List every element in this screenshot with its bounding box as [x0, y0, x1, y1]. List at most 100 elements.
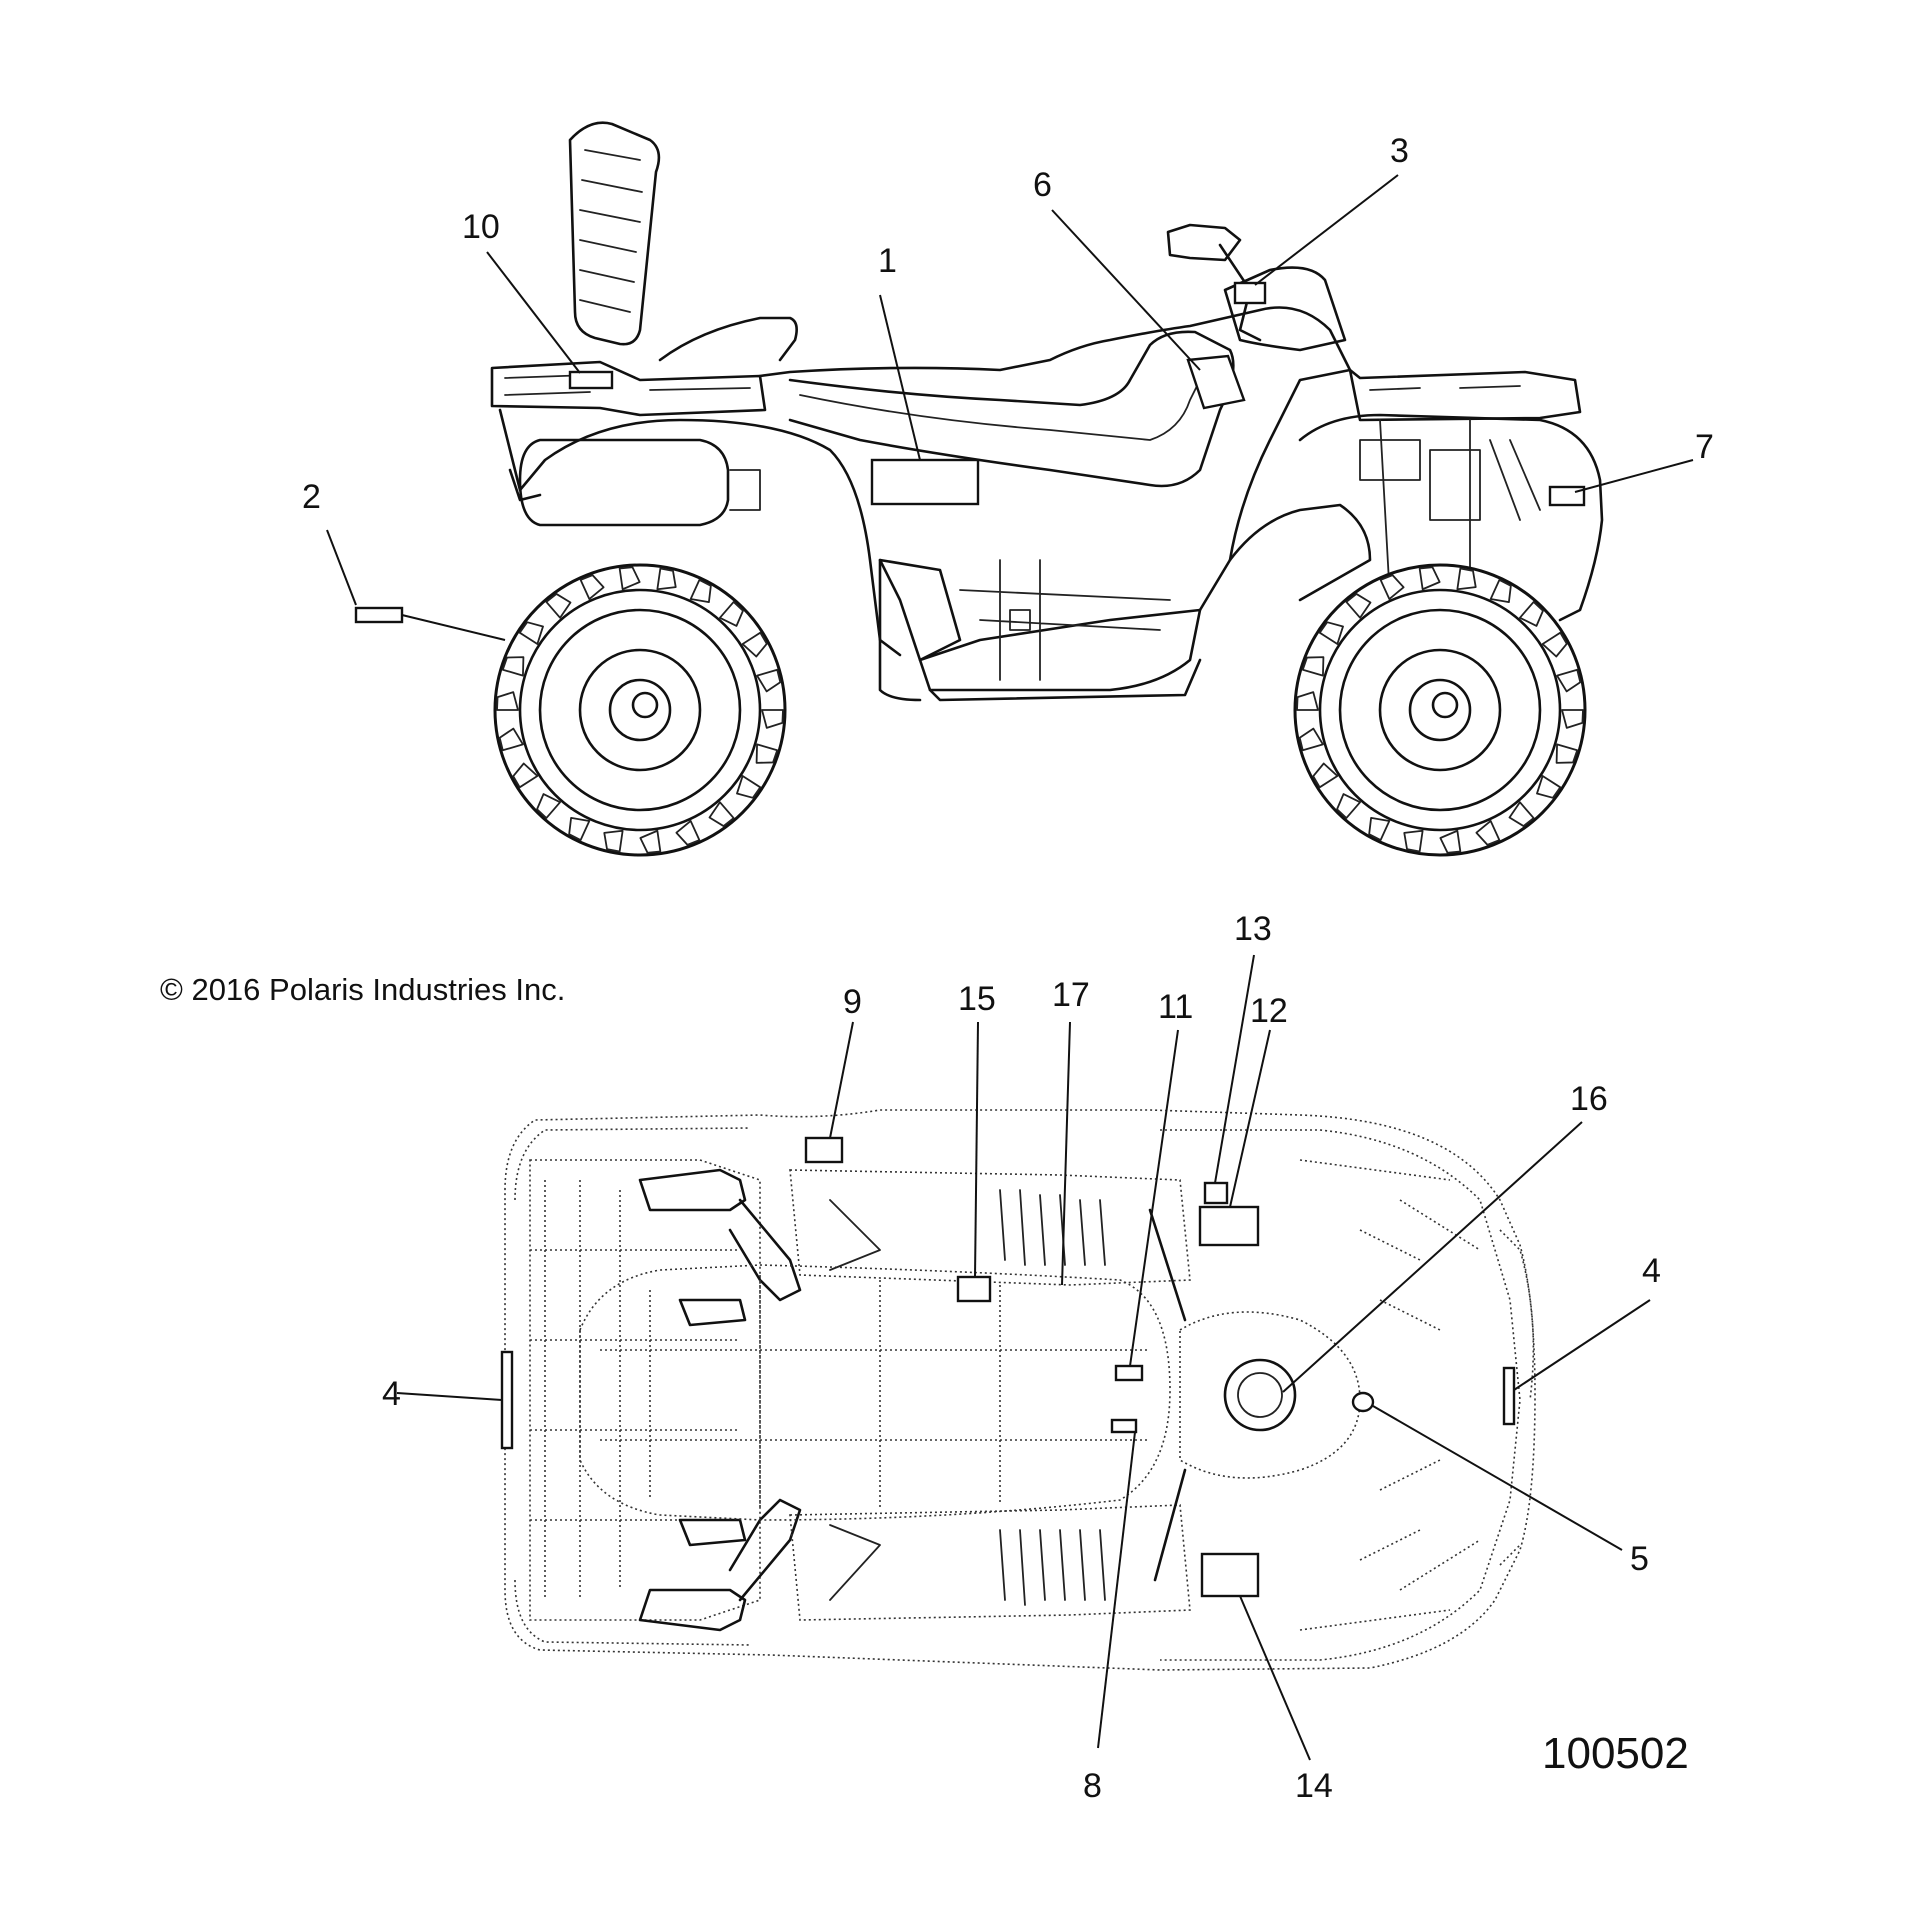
decal-1-rect	[870, 458, 980, 506]
atv-top-view	[396, 954, 1651, 1761]
tread-lug	[1541, 631, 1568, 658]
front-rack	[1348, 368, 1582, 422]
floorboard	[878, 558, 1202, 692]
decal-5-oval	[1351, 1391, 1375, 1413]
rear-fender	[498, 408, 902, 657]
tread-lug	[568, 816, 591, 841]
top-right-footwell	[789, 1504, 1191, 1621]
rear-wheel	[493, 563, 787, 857]
headlight-pod	[1223, 266, 1347, 352]
callout-5: 5	[1630, 1540, 1649, 1578]
tread-lug	[741, 631, 768, 658]
decal-14-rect	[1200, 1552, 1260, 1598]
tread-lug	[708, 801, 735, 827]
main-body	[758, 306, 1352, 662]
tread-lug	[1489, 579, 1512, 604]
front-fender	[1298, 413, 1604, 622]
callout-1: 1	[878, 242, 897, 280]
callout-13: 13	[1234, 910, 1272, 948]
tread-lug	[718, 601, 744, 627]
decal-4-rear	[500, 1350, 514, 1450]
tread-lug	[618, 566, 641, 591]
tread-lug	[755, 743, 779, 764]
decal-11-rect	[1114, 1364, 1144, 1382]
callout-14: 14	[1295, 1767, 1333, 1805]
tread-lug	[1555, 743, 1579, 764]
tread-lug	[496, 691, 519, 711]
decal-10-rect	[568, 370, 614, 390]
tread-lug	[756, 668, 782, 693]
tread-lug	[1379, 574, 1405, 600]
tread-lug	[1368, 816, 1391, 841]
tread-lug	[512, 762, 539, 789]
decal-6-rect	[1186, 354, 1246, 410]
tread-lug	[761, 709, 784, 729]
tread-lug	[501, 656, 525, 677]
tread-lug	[1561, 709, 1584, 729]
callout-12: 12	[1250, 992, 1288, 1030]
tread-lug	[1312, 762, 1339, 789]
tread-lug	[545, 593, 572, 619]
callout-4-front: 4	[1642, 1252, 1661, 1290]
tread-lug	[1418, 566, 1441, 591]
tread-lug	[1301, 656, 1325, 677]
muffler	[518, 438, 730, 527]
top-seat	[579, 1264, 1171, 1521]
tread-lug	[1336, 793, 1362, 819]
tread-lug	[536, 793, 562, 819]
tread-lug	[498, 727, 524, 752]
tread-lug	[1456, 567, 1477, 591]
tread-lug	[1439, 829, 1462, 854]
copyright-text: © 2016 Polaris Industries Inc.	[160, 972, 565, 1007]
tread-lug	[579, 574, 605, 600]
callout-10: 10	[462, 208, 500, 246]
figure-number: 100502	[1542, 1729, 1689, 1778]
handlebar	[1166, 223, 1242, 262]
decal-3-rect	[1233, 281, 1267, 305]
tread-lug	[656, 567, 677, 591]
decal-9-rect	[804, 1136, 844, 1164]
tread-lug	[1318, 621, 1344, 645]
decal-8-rect	[1110, 1418, 1138, 1434]
tread-lug	[603, 829, 624, 853]
atv-side-view	[326, 121, 1694, 857]
decal-12-rect	[1198, 1205, 1260, 1247]
tread-lug	[1475, 820, 1501, 846]
decal-7-rect	[1548, 485, 1586, 507]
decal-4-front	[1502, 1366, 1516, 1426]
tire-treads	[496, 566, 1584, 854]
callout-2: 2	[302, 478, 321, 516]
callout-17: 17	[1052, 976, 1090, 1014]
passenger-backrest	[568, 121, 661, 346]
callout-11: 11	[1158, 988, 1193, 1026]
callout-7: 7	[1695, 428, 1714, 466]
callout-4-rear: 4	[382, 1375, 401, 1413]
tread-lug	[1403, 829, 1424, 853]
tread-lug	[1345, 593, 1372, 619]
decal-2-rect	[354, 606, 404, 624]
callout-8: 8	[1083, 1767, 1102, 1805]
tread-lug	[1296, 691, 1319, 711]
tread-lug	[1298, 727, 1324, 752]
tread-lug	[689, 579, 712, 604]
tread-lug	[1508, 801, 1535, 827]
callout-16: 16	[1570, 1080, 1608, 1118]
tread-lug	[1536, 775, 1562, 799]
decal-13-rect	[1203, 1181, 1229, 1205]
tread-lug	[1518, 601, 1544, 627]
callout-6: 6	[1033, 166, 1052, 204]
decal-15-rect	[956, 1275, 992, 1303]
top-left-footwell	[789, 1169, 1191, 1286]
tread-lug	[1556, 668, 1582, 693]
rear-rack	[490, 360, 767, 417]
front-wheel	[1293, 563, 1587, 857]
tread-lug	[675, 820, 701, 846]
top-body-outline	[504, 1109, 1536, 1671]
tread-lug	[518, 621, 544, 645]
seat	[788, 330, 1235, 488]
tread-lug	[639, 829, 662, 854]
tread-lug	[736, 775, 762, 799]
callout-3: 3	[1390, 132, 1409, 170]
